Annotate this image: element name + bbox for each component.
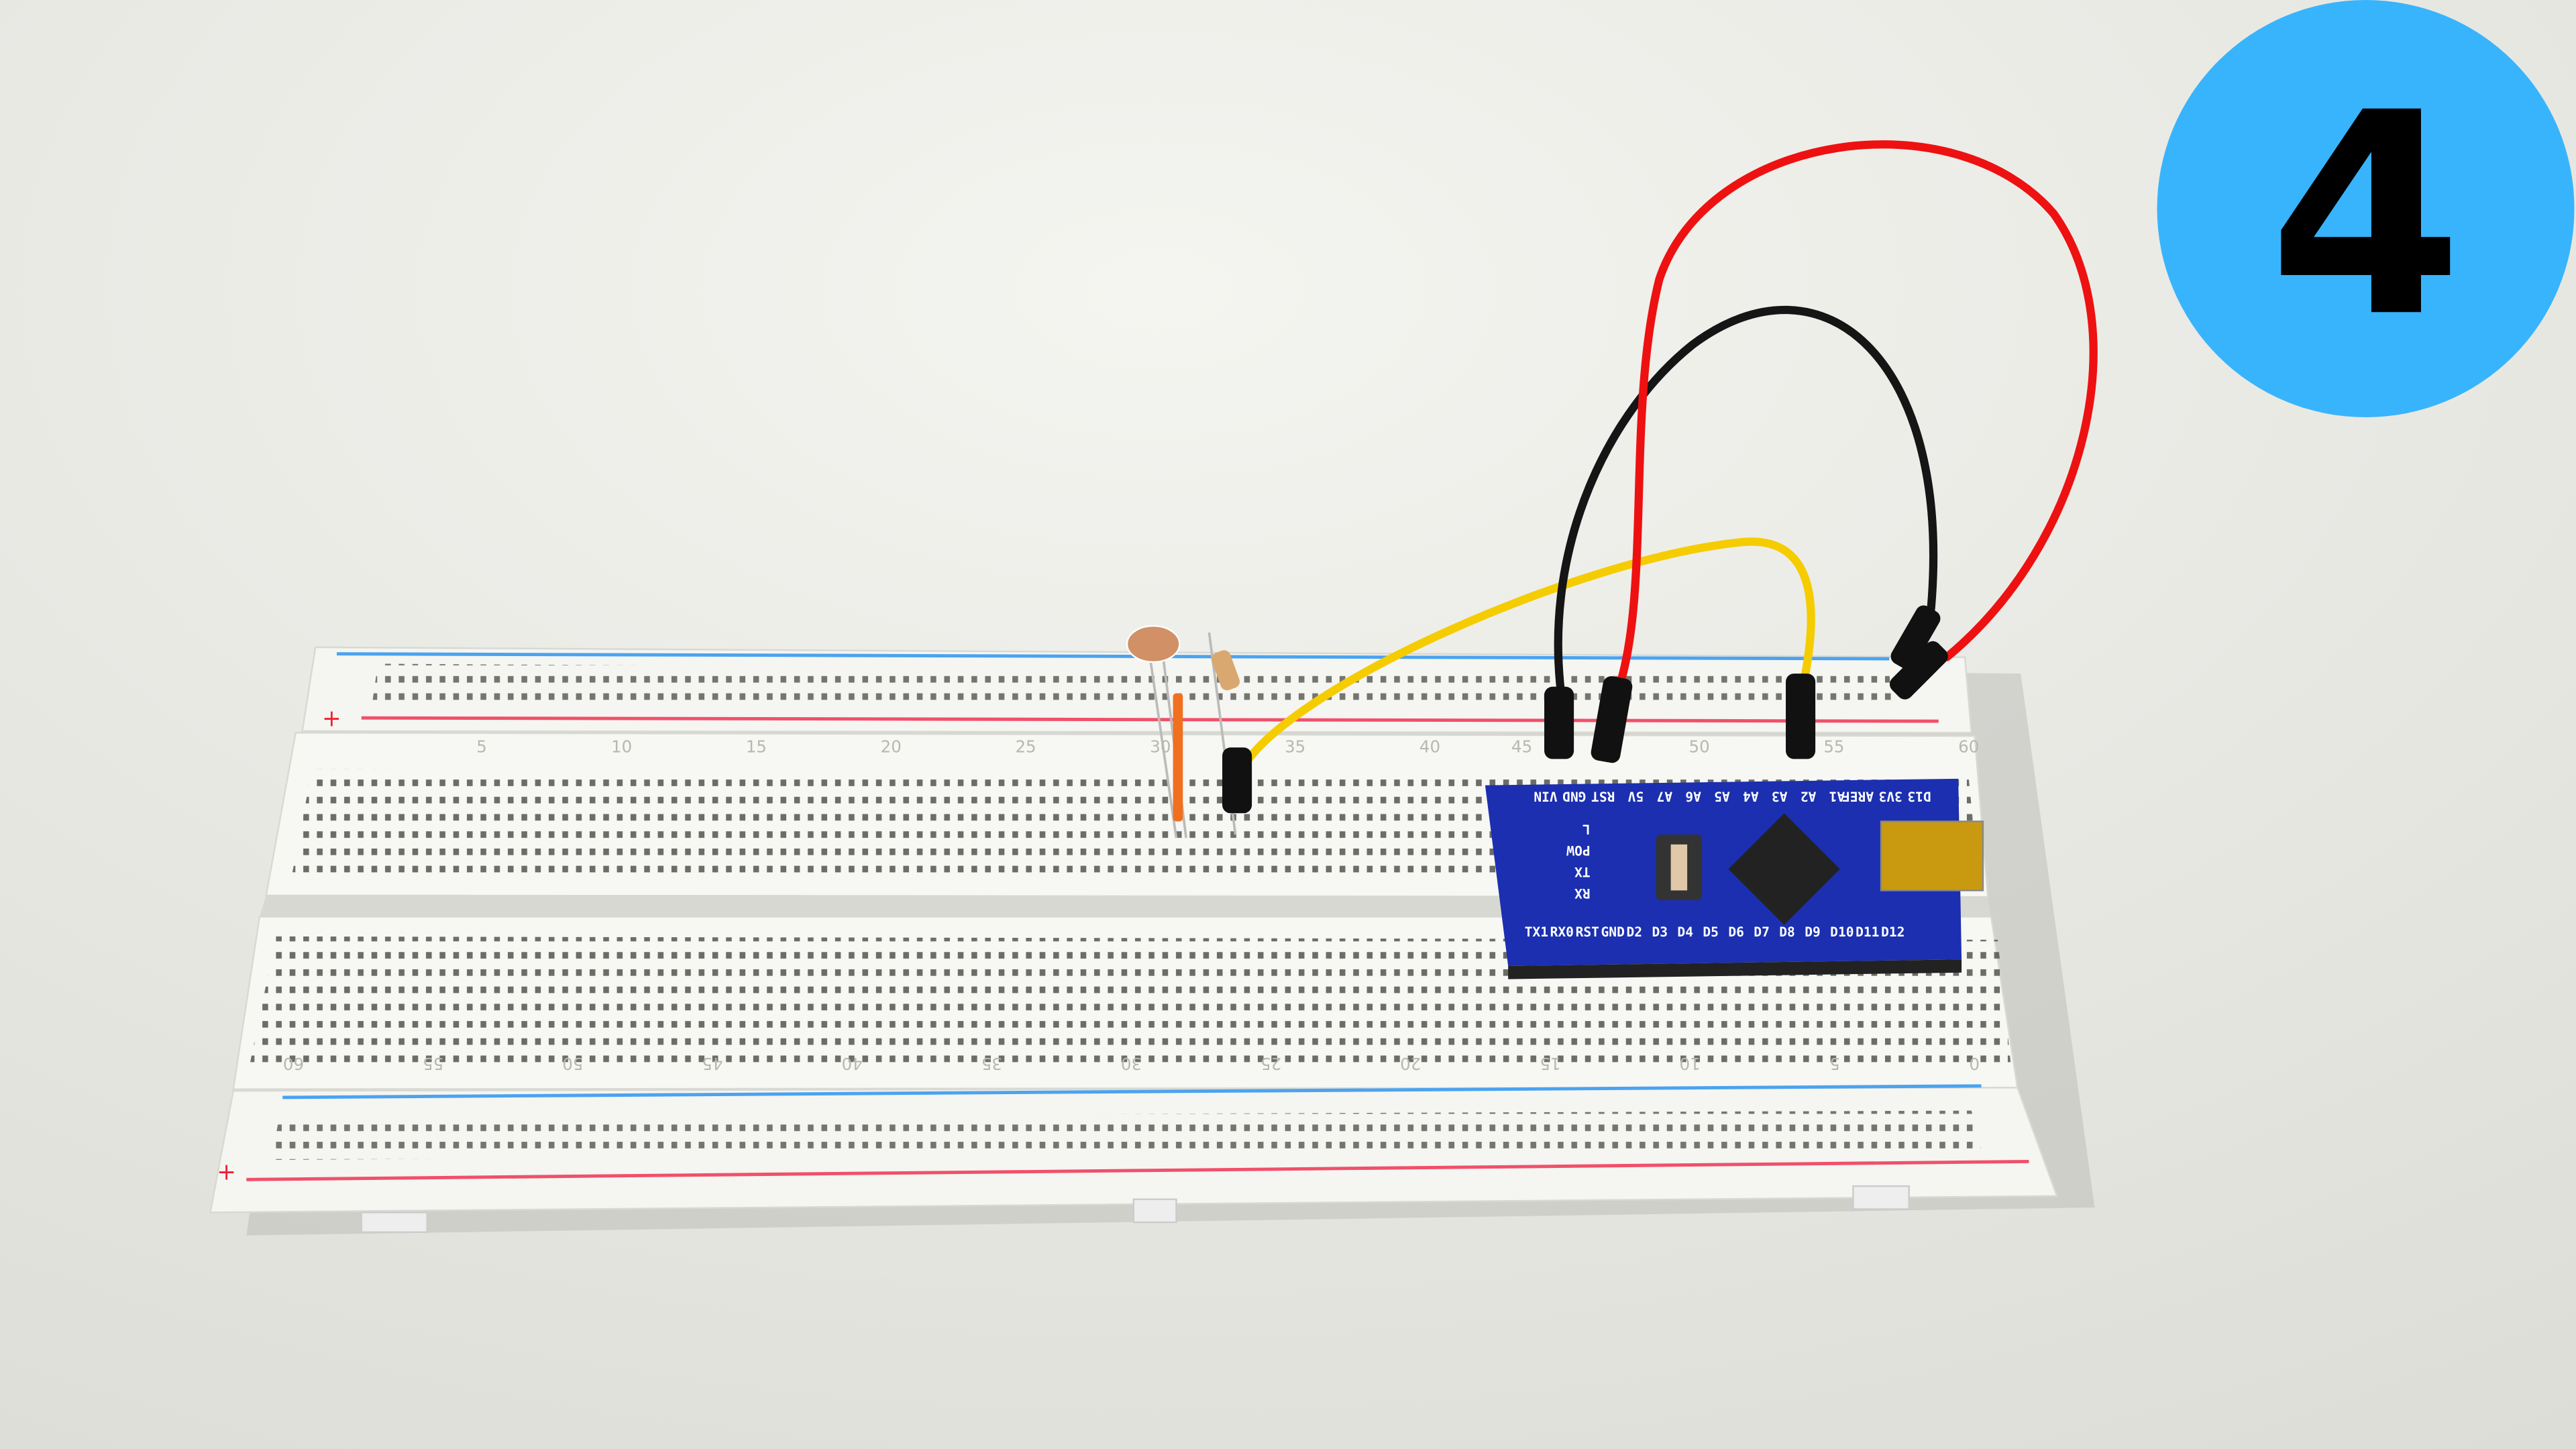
column-number: 30 (1150, 737, 1171, 757)
pin-label: D5 (1703, 924, 1719, 940)
pin-label: TX1 (1525, 924, 1548, 940)
column-number: 50 (1689, 737, 1710, 757)
pin-label: AREF (1842, 788, 1874, 804)
column-number: 50 (562, 1054, 583, 1073)
pin-label: RST (1591, 788, 1615, 804)
led-label: L (1582, 821, 1591, 837)
column-number: 30 (1121, 1054, 1142, 1073)
led-label: RX (1574, 885, 1591, 901)
pin-label: 5V (1627, 788, 1644, 804)
pin-label: D11 (1856, 924, 1879, 940)
column-number: 25 (1260, 1054, 1281, 1073)
pin-label: A1 (1829, 788, 1845, 804)
pin-label: RX0 (1550, 924, 1574, 940)
pin-label: GND (1562, 788, 1586, 804)
column-number: 35 (1285, 737, 1305, 757)
pin-label: D10 (1830, 924, 1854, 940)
jumper-wires (1236, 140, 2098, 777)
top-column-numbers: 5 10 15 20 25 30 35 40 45 50 55 60 (476, 737, 1979, 757)
pin-label: D12 (1881, 924, 1904, 940)
pin-label: D8 (1779, 924, 1795, 940)
yellow-wire (1236, 537, 1815, 777)
wire-plugs (1222, 605, 1948, 814)
pin-label: 3V3 (1879, 788, 1902, 804)
pin-label: D13 (1907, 788, 1931, 804)
column-number: 40 (842, 1054, 863, 1073)
pin-label: A7 (1656, 788, 1672, 804)
column-number: 40 (1419, 737, 1440, 757)
column-number: 35 (981, 1054, 1002, 1073)
pin-label: D2 (1626, 924, 1642, 940)
column-number: 15 (1540, 1054, 1560, 1073)
column-number: 5 (476, 737, 487, 757)
column-number: 10 (611, 737, 632, 757)
pin-label: A3 (1772, 788, 1788, 804)
usb-connector (1880, 820, 1984, 892)
column-number: 45 (1511, 737, 1532, 757)
column-number: 20 (881, 737, 902, 757)
step-badge: 4 (2157, 0, 2575, 418)
photoresistor (1126, 625, 1187, 839)
pin-label: VIN (1534, 788, 1557, 804)
column-number: 5 (1829, 1054, 1840, 1073)
pin-label: A2 (1801, 788, 1817, 804)
column-number: 25 (1015, 737, 1036, 757)
black-wire-1 (1554, 305, 1937, 694)
pin-label: D9 (1805, 924, 1821, 940)
column-number: 55 (1823, 737, 1844, 757)
step-number: 4 (2269, 54, 2463, 378)
column-number: 55 (423, 1054, 443, 1073)
column-number: 60 (283, 1054, 304, 1073)
led-label: TX (1574, 864, 1591, 879)
column-number: 10 (1680, 1054, 1701, 1073)
pin-label: RST (1576, 924, 1599, 940)
column-number: 20 (1400, 1054, 1421, 1073)
pin-label: A4 (1743, 788, 1759, 804)
led-label: POW (1566, 843, 1591, 858)
rail-plus-bottom: + (217, 1159, 236, 1185)
pin-label: D7 (1754, 924, 1770, 940)
pin-label: GND (1601, 924, 1625, 940)
pin-label: A6 (1685, 788, 1701, 804)
pin-label: D3 (1652, 924, 1668, 940)
column-number: 45 (702, 1054, 722, 1073)
column-number: 0 (1969, 1054, 1980, 1073)
column-number: 60 (1958, 737, 1979, 757)
pin-label: A5 (1714, 788, 1730, 804)
red-wire (1614, 140, 2098, 694)
pin-label: D6 (1728, 924, 1744, 940)
column-number: 15 (746, 737, 767, 757)
rail-plus-top: + (322, 705, 341, 732)
pin-label: D4 (1677, 924, 1693, 940)
